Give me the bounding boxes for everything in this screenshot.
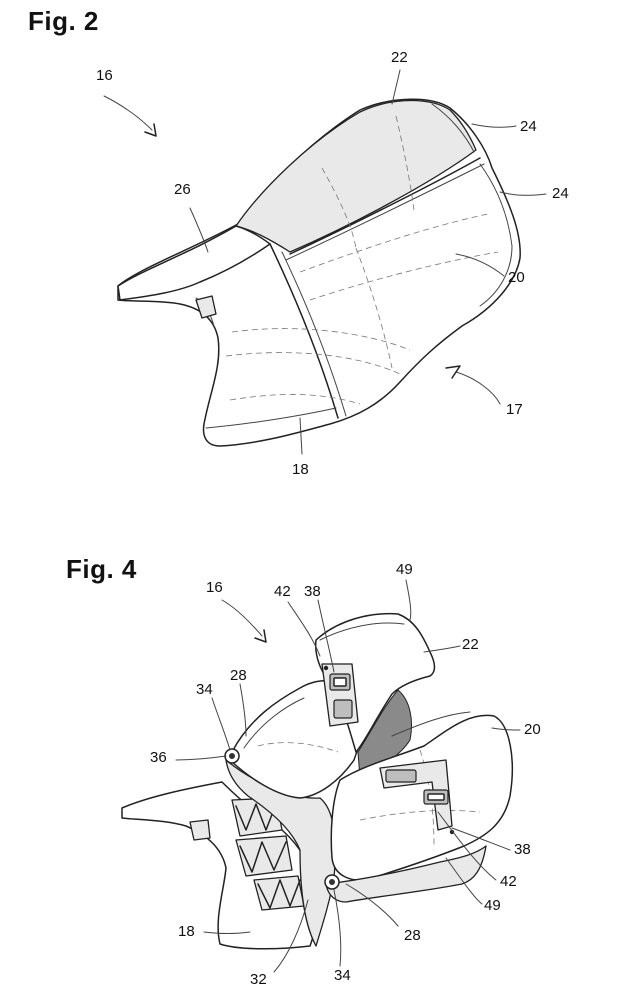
fig4-label-28-top: 28 (230, 667, 247, 684)
fig4-label-34-bottom: 34 (334, 967, 351, 984)
fig2-label-18: 18 (292, 461, 309, 478)
fig4-label-49-top: 49 (396, 561, 413, 578)
fig4-label-42-bottom: 42 (500, 873, 517, 890)
fig4-label-20: 20 (524, 721, 541, 738)
fig4-label-28-bottom: 28 (404, 927, 421, 944)
fig4-label-22: 22 (462, 636, 479, 653)
fig2-label-24-bottom: 24 (552, 185, 569, 202)
fig4-label-16: 16 (206, 579, 223, 596)
fig2-title: Fig. 2 (28, 6, 99, 36)
fig2-label-20: 20 (508, 269, 525, 286)
fig4-label-18: 18 (178, 923, 195, 940)
fig4-title: Fig. 4 (66, 554, 137, 584)
fig4-label-32: 32 (250, 971, 267, 988)
fig2-label-17: 17 (506, 401, 523, 418)
fig4-label-42-top: 42 (274, 583, 291, 600)
fig2-label-24-top: 24 (520, 118, 537, 135)
fig4-label-49-bottom: 49 (484, 897, 501, 914)
fig2-label-22: 22 (391, 49, 408, 66)
fig2-label-16: 16 (96, 67, 113, 84)
fig4-label-38-top: 38 (304, 583, 321, 600)
fig4-label-34-top: 34 (196, 681, 213, 698)
fig4-label-36: 36 (150, 749, 167, 766)
fig4-label-38-bottom: 38 (514, 841, 531, 858)
fig2-label-26: 26 (174, 181, 191, 198)
